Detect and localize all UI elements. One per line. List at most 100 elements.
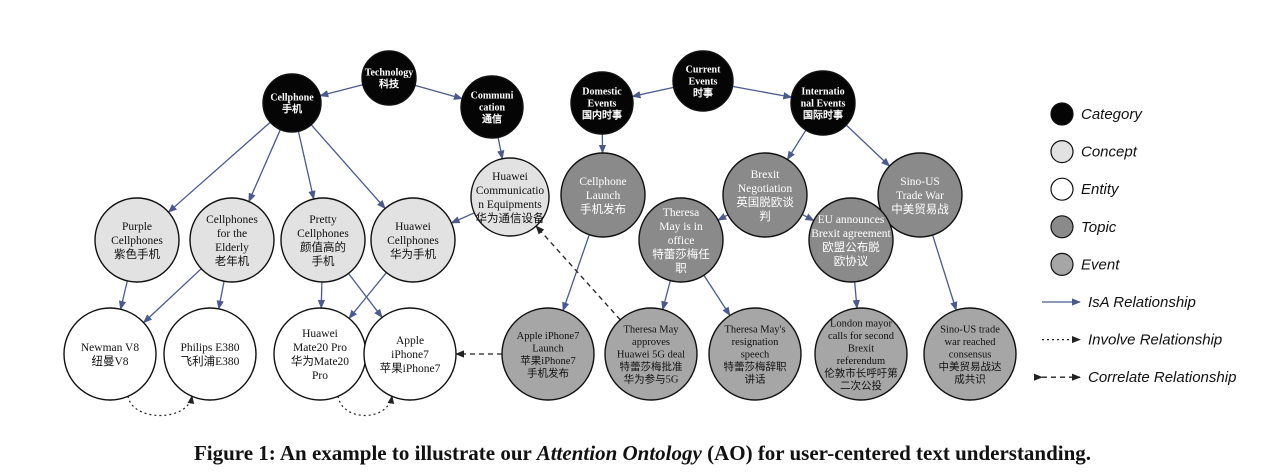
category-circle	[262, 73, 322, 133]
node-label-line: 华为Mate20	[291, 354, 349, 368]
node-label-line: 时事	[693, 87, 713, 100]
node-label-line: 欧协议	[834, 254, 869, 268]
legend-item-involve: Involve Relationship	[1042, 332, 1222, 349]
category-circle	[361, 50, 417, 106]
concept-circle	[280, 197, 366, 283]
edge-involve-newman-v8-philips-e380	[127, 395, 195, 416]
node-label-line: London mayor	[830, 318, 893, 329]
node-label-line: Theresa May's	[724, 325, 785, 336]
category-circle	[570, 71, 634, 135]
node-label-line: 特蕾莎梅任	[652, 247, 710, 261]
node-label-line: Purple	[122, 221, 152, 233]
node-label-line: 职	[675, 262, 687, 275]
edge-isa-technology-to-communication	[414, 84, 464, 100]
edge-isa-cellphone-to-cellphones-elderly	[248, 129, 281, 203]
node-label-line: war reached	[944, 337, 996, 348]
edge-isa-international-events-to-sino-us-trade-war	[845, 124, 891, 167]
edge-isa-current-events-to-domestic-events	[631, 86, 674, 99]
node-label-line: 苹果iPhone7	[380, 361, 441, 375]
legend-label: IsA Relationship	[1088, 294, 1196, 311]
node-label-line: 手机发布	[580, 202, 626, 216]
caption-prefix: Figure 1: An example to illustrate our	[193, 441, 537, 465]
legend-item-isa: IsA Relationship	[1042, 294, 1196, 311]
edge-isa-cellphone-to-pretty-cellphones	[297, 131, 316, 200]
node-label-line: 手机发布	[527, 366, 569, 379]
topic-circle	[877, 152, 963, 238]
node-label-line: 老年机	[215, 254, 250, 268]
node-label-line: 成共识	[954, 374, 986, 386]
node-label-line: 中美贸易战达	[939, 360, 1002, 373]
legend-label: Category	[1081, 106, 1143, 123]
node-label-line: n Equipments	[478, 199, 542, 211]
topic-circle	[560, 152, 646, 238]
entity-circle	[163, 307, 257, 401]
category-circle	[790, 70, 856, 136]
edge-isa-communication-to-huawei-comm-equip	[497, 137, 505, 160]
edge-isa-pretty-cellphones-to-huawei-mate20	[317, 281, 326, 309]
node-label-line: office	[668, 235, 695, 247]
concept-circle	[94, 197, 180, 283]
node-label-line: 讲话	[745, 373, 766, 386]
legend-swatch-concept	[1050, 140, 1074, 164]
legend-swatch-event	[1050, 252, 1074, 276]
node-label-line: Technology	[365, 68, 414, 79]
edge-isa-cellphone-to-huawei-cellphones	[310, 124, 386, 210]
node-label-line: Elderly	[215, 242, 249, 254]
edge-isa-theresa-may-office-to-may-resignation	[703, 274, 731, 317]
edge-isa-huawei-comm-equip-to-huawei-cellphones	[450, 212, 475, 224]
node-label-line: 国内时事	[582, 109, 622, 122]
concept-circle	[370, 197, 456, 283]
edge-isa-cellphone-to-purple-cellphones	[167, 121, 271, 213]
node-label-line: 通信	[482, 113, 502, 126]
node-label-line: Sino-US	[900, 176, 940, 188]
event-circle	[708, 307, 802, 401]
caption-emphasis: Attention Ontology	[536, 441, 702, 465]
event-circle	[923, 307, 1017, 401]
node-label-line: Brexit	[848, 343, 874, 354]
edge-isa-cellphones-elderly-to-philips-e380	[216, 281, 225, 310]
node-label-line: approves	[632, 337, 670, 348]
node-label-line: resignation	[732, 337, 779, 348]
node-label-line: Newman V8	[81, 342, 139, 354]
node-label-line: Apple	[396, 335, 424, 347]
legend-label: Concept	[1081, 144, 1138, 161]
legend-label: Entity	[1081, 181, 1120, 198]
node-label-line: 伦敦市长呼吁第	[824, 366, 898, 379]
edge-isa-cellphone-launch-to-iphone7-launch	[562, 234, 590, 312]
node-label-line: Negotiation	[738, 183, 793, 195]
node-label-line: 颜值高的	[300, 240, 346, 254]
edge-isa-purple-cellphones-to-newman-v8	[118, 280, 128, 311]
node-label-line: Brexit	[751, 169, 781, 181]
node-label-line: Cellphones	[297, 228, 349, 240]
node-label-line: Huawei	[302, 328, 338, 340]
node-label-line: 紫色手机	[114, 247, 160, 261]
category-circle	[460, 75, 524, 139]
edge-isa-brexit-negotiation-to-eu-brexit-agreement	[801, 213, 815, 222]
node-label-line: EU announces	[818, 214, 885, 226]
legend-label: Correlate Relationship	[1088, 369, 1236, 386]
node-label-line: Mate20 Pro	[293, 342, 347, 354]
node-label-line: Cellphones	[206, 214, 258, 226]
node-label-line: iPhone7	[391, 349, 429, 361]
event-circle	[501, 307, 595, 401]
edge-isa-sino-us-trade-war-to-sino-us-consensus	[931, 234, 958, 311]
node-label-line: Apple iPhone7	[517, 331, 580, 342]
node-label-line: Philips E380	[180, 342, 239, 354]
category-circle	[672, 50, 734, 112]
